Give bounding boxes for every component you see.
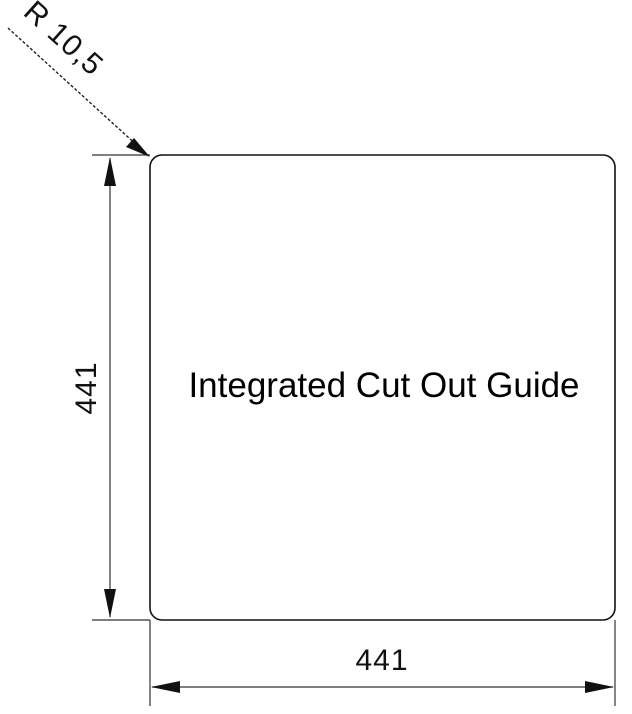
diagram-title: Integrated Cut Out Guide: [188, 366, 579, 405]
width-arrow-left: [151, 681, 180, 693]
cutout-outline: [149, 154, 616, 621]
height-label: 441: [70, 361, 103, 414]
height-arrow-bottom: [104, 589, 116, 618]
radius-label: R 10,5: [17, 0, 109, 82]
height-arrow-top: [104, 157, 116, 186]
width-label: 441: [355, 644, 408, 677]
width-arrow-right: [585, 681, 614, 693]
radius-arrow: [126, 138, 150, 157]
